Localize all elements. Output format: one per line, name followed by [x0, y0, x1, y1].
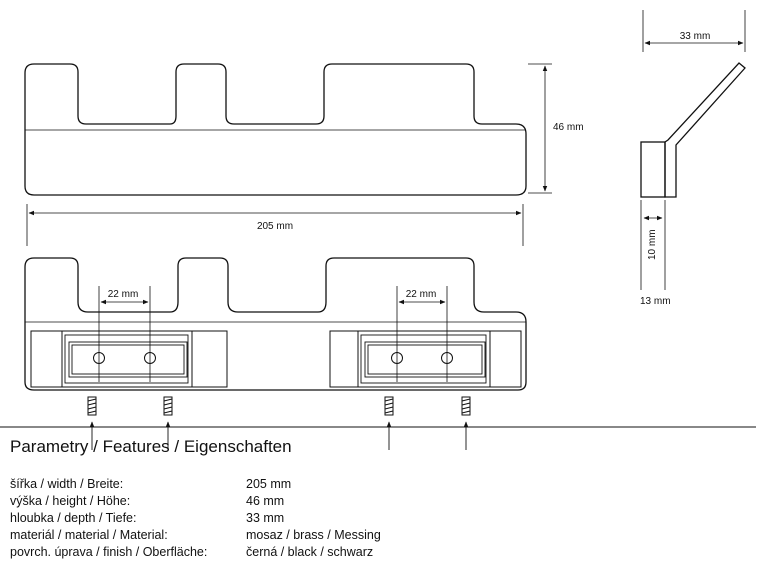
spec-row-depth: hloubka / depth / Tiefe: 33 mm — [10, 510, 381, 527]
spec-row-finish: povrch. úprava / finish / Oberfläche: če… — [10, 544, 381, 561]
right-mounting-bracket — [329, 330, 522, 388]
screw-arrows — [89, 421, 469, 450]
width-dimension — [26, 204, 524, 246]
screw-1 — [87, 396, 97, 416]
width-dimension-label: 205 mm — [257, 221, 293, 232]
hole-spacing-left-label: 22 mm — [108, 289, 139, 300]
spec-row-width: šířka / width / Breite: 205 mm — [10, 476, 381, 493]
thickness-dimension — [640, 200, 666, 290]
hole-spacing-right-label: 22 mm — [406, 289, 437, 300]
spec-value: 205 mm — [246, 477, 292, 491]
height-dimension-label: 46 mm — [553, 122, 584, 133]
features-heading: Parametry / Features / Eigenschaften — [10, 437, 292, 456]
spec-value: 46 mm — [246, 494, 285, 508]
spec-value: černá / black / schwarz — [246, 545, 374, 559]
side-view — [640, 62, 746, 198]
features-table: šířka / width / Breite: 205 mm výška / h… — [10, 476, 381, 561]
screw-2 — [163, 396, 173, 416]
spec-label: povrch. úprava / finish / Oberfläche: — [10, 545, 208, 559]
back-view-outline — [24, 257, 527, 391]
spec-row-material: materiál / material / Material: mosaz / … — [10, 527, 381, 544]
spec-label: výška / height / Höhe: — [10, 494, 131, 508]
hole-spacing-left-dimension — [98, 286, 151, 382]
base-dimension-label: 13 mm — [640, 296, 671, 307]
spec-row-height: výška / height / Höhe: 46 mm — [10, 493, 381, 510]
side-view-hook — [664, 62, 746, 198]
spec-label: materiál / material / Material: — [10, 528, 168, 542]
depth-dimension — [642, 10, 746, 52]
depth-dimension-label: 33 mm — [680, 31, 711, 42]
front-view-outline — [24, 63, 527, 196]
left-mounting-bracket — [30, 330, 228, 388]
screw-3 — [384, 396, 394, 416]
spec-label: hloubka / depth / Tiefe: — [10, 511, 137, 525]
spec-value: 33 mm — [246, 511, 285, 525]
screw-4 — [461, 396, 471, 416]
height-dimension — [528, 63, 552, 194]
side-view-base — [640, 141, 666, 198]
front-view — [24, 63, 527, 196]
spec-value: mosaz / brass / Messing — [246, 528, 381, 542]
screws — [87, 396, 471, 416]
hole-spacing-right-dimension — [396, 286, 448, 382]
spec-label: šířka / width / Breite: — [10, 477, 124, 491]
back-view — [24, 257, 527, 391]
thickness-dimension-label: 10 mm — [647, 229, 658, 260]
